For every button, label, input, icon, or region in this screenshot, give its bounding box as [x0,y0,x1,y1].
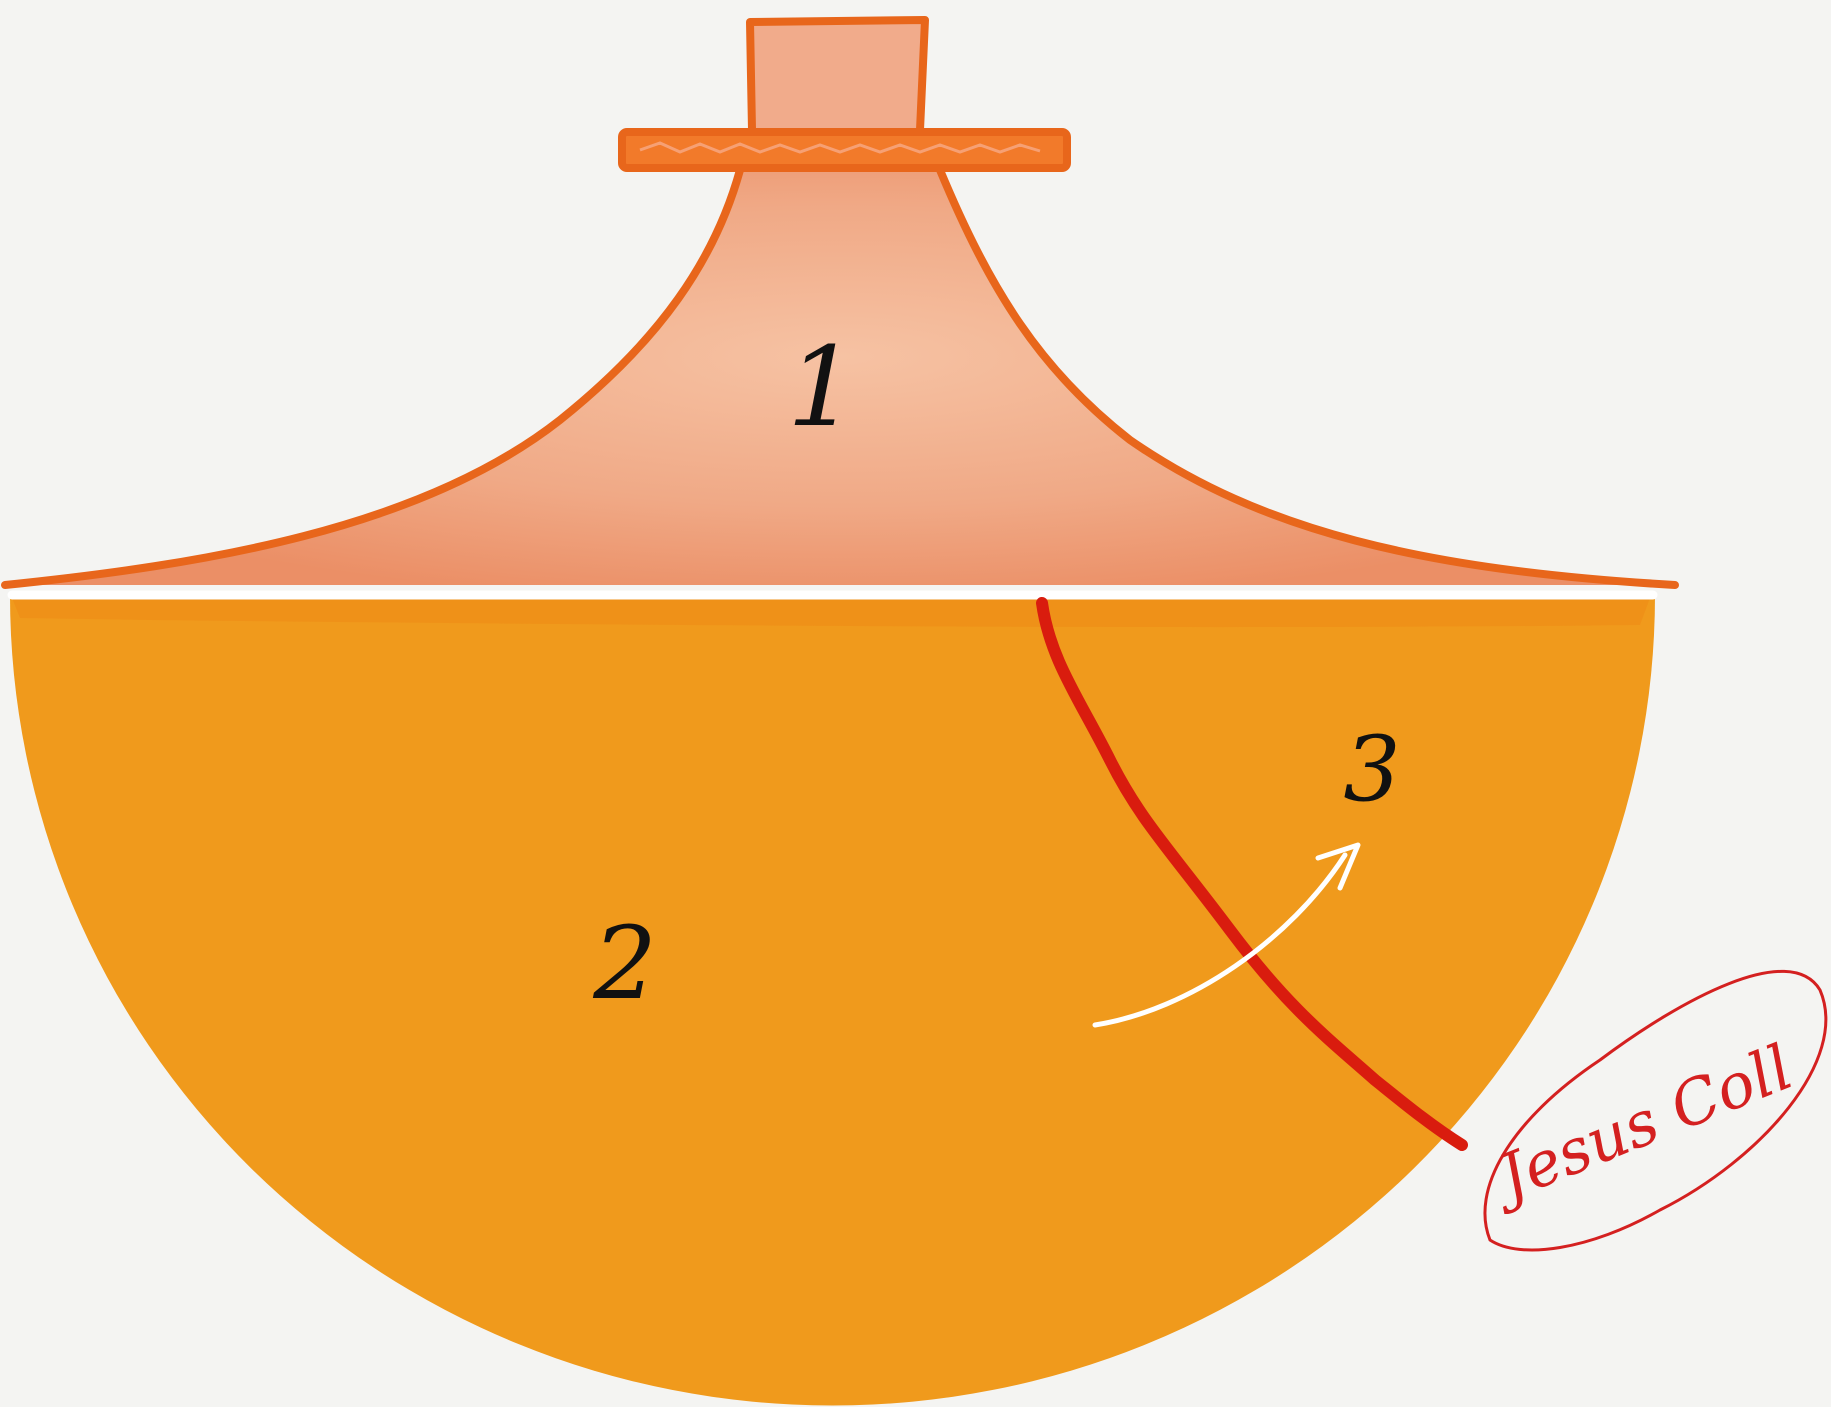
bowl-top-shade [12,598,1650,628]
region-2-3-bowl [10,595,1655,1406]
flange-texture [639,141,1041,154]
arrow-shaft [1092,852,1348,1028]
region-1-outline [1,166,1679,589]
region-1-stem-outline [746,16,929,134]
region-1-stem [750,20,925,135]
signature-loop [1483,970,1828,1252]
arrow-head [1315,842,1361,891]
region-label-3: 3 [1343,717,1400,822]
region-1-cone [5,170,1675,585]
region-label-2: 2 [592,905,657,1022]
cut-line [1036,597,1468,1151]
region-label-1: 1 [787,323,857,451]
